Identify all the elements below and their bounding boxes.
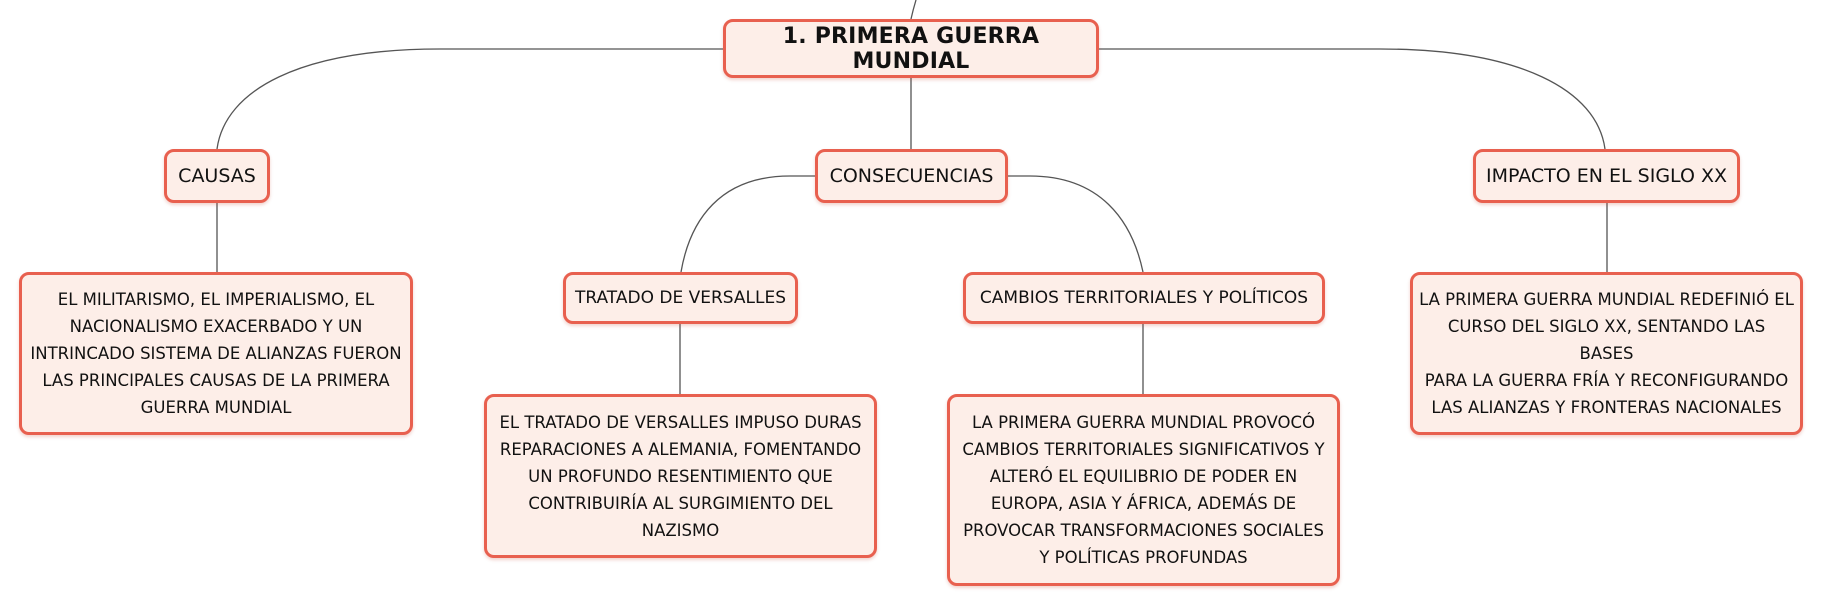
detail-line: PARA LA GUERRA FRÍA Y RECONFIGURANDO	[1424, 371, 1789, 390]
detail-tratado-text: EL TRATADO DE VERSALLES IMPUSO DURAS REP…	[499, 409, 861, 544]
detail-cambios-text: LA PRIMERA GUERRA MUNDIAL PROVOCÓ CAMBIO…	[962, 409, 1324, 571]
connector-root-to-causas	[216, 48, 723, 150]
detail-line: NACIONALISMO EXACERBADO Y UN	[69, 317, 363, 336]
topic-consecuencias-label: CONSECUENCIAS	[829, 165, 994, 187]
detail-line: LAS ALIANZAS Y FRONTERAS NACIONALES	[1431, 398, 1782, 417]
detail-impacto-text: LA PRIMERA GUERRA MUNDIAL REDEFINIÓ EL C…	[1419, 286, 1794, 421]
topic-impacto-label: IMPACTO EN EL SIGLO XX	[1486, 165, 1727, 187]
detail-line: Y POLÍTICAS PROFUNDAS	[1039, 548, 1248, 567]
subtopic-tratado-de-versalles[interactable]: TRATADO DE VERSALLES	[563, 272, 798, 324]
detail-line: LA PRIMERA GUERRA MUNDIAL REDEFINIÓ EL	[1419, 290, 1794, 309]
detail-line: INTRINCADO SISTEMA DE ALIANZAS FUERON	[30, 344, 402, 363]
detail-line: UN PROFUNDO RESENTIMIENTO QUE	[528, 466, 833, 486]
detail-line: LA PRIMERA GUERRA MUNDIAL PROVOCÓ	[971, 413, 1315, 432]
connector-parent-to-root	[910, 0, 917, 20]
topic-consecuencias[interactable]: CONSECUENCIAS	[815, 149, 1008, 203]
detail-impacto-siglo-xx[interactable]: LA PRIMERA GUERRA MUNDIAL REDEFINIÓ EL C…	[1410, 272, 1803, 435]
detail-line: EUROPA, ASIA Y ÁFRICA, ADEMÁS DE	[990, 494, 1297, 513]
topic-impacto-siglo-xx[interactable]: IMPACTO EN EL SIGLO XX	[1473, 149, 1740, 203]
detail-line: CURSO DEL SIGLO XX, SENTANDO LAS BASES	[1447, 317, 1766, 363]
subtopic-cambios-label: CAMBIOS TERRITORIALES Y POLÍTICOS	[979, 288, 1309, 308]
detail-line: EL TRATADO DE VERSALLES IMPUSO DURAS	[499, 412, 862, 432]
detail-line: NAZISMO	[641, 520, 720, 540]
detail-line: GUERRA MUNDIAL	[140, 398, 292, 417]
subtopic-tratado-label: TRATADO DE VERSALLES	[574, 288, 786, 308]
detail-causas-text: EL MILITARISMO, EL IMPERIALISMO, EL NACI…	[30, 286, 401, 421]
connector-consecuencias-to-cambios	[1008, 175, 1144, 273]
detail-line: PROVOCAR TRANSFORMACIONES SOCIALES	[963, 521, 1324, 540]
detail-line: LAS PRINCIPALES CAUSAS DE LA PRIMERA	[42, 371, 390, 390]
detail-line: CONTRIBUIRÍA AL SURGIMIENTO DEL	[528, 493, 833, 513]
topic-causas[interactable]: CAUSAS	[164, 149, 270, 203]
detail-line: EL MILITARISMO, EL IMPERIALISMO, EL	[57, 290, 375, 309]
detail-line: CAMBIOS TERRITORIALES SIGNIFICATIVOS Y	[962, 440, 1325, 459]
detail-line: ALTERÓ EL EQUILIBRIO DE PODER EN	[989, 467, 1298, 486]
topic-causas-label: CAUSAS	[178, 165, 256, 187]
detail-line: REPARACIONES A ALEMANIA, FOMENTANDO	[499, 439, 862, 459]
root-topic-node[interactable]: 1. PRIMERA GUERRA MUNDIAL	[723, 19, 1099, 78]
subtopic-cambios-territoriales[interactable]: CAMBIOS TERRITORIALES Y POLÍTICOS	[963, 272, 1325, 324]
detail-causas[interactable]: EL MILITARISMO, EL IMPERIALISMO, EL NACI…	[19, 272, 413, 435]
detail-tratado-de-versalles[interactable]: EL TRATADO DE VERSALLES IMPUSO DURAS REP…	[484, 394, 877, 558]
connector-consecuencias-to-tratado	[680, 175, 815, 273]
root-topic-label: 1. PRIMERA GUERRA MUNDIAL	[782, 23, 1040, 74]
connector-root-to-impacto	[1099, 48, 1606, 150]
detail-cambios-territoriales[interactable]: LA PRIMERA GUERRA MUNDIAL PROVOCÓ CAMBIO…	[947, 394, 1340, 586]
